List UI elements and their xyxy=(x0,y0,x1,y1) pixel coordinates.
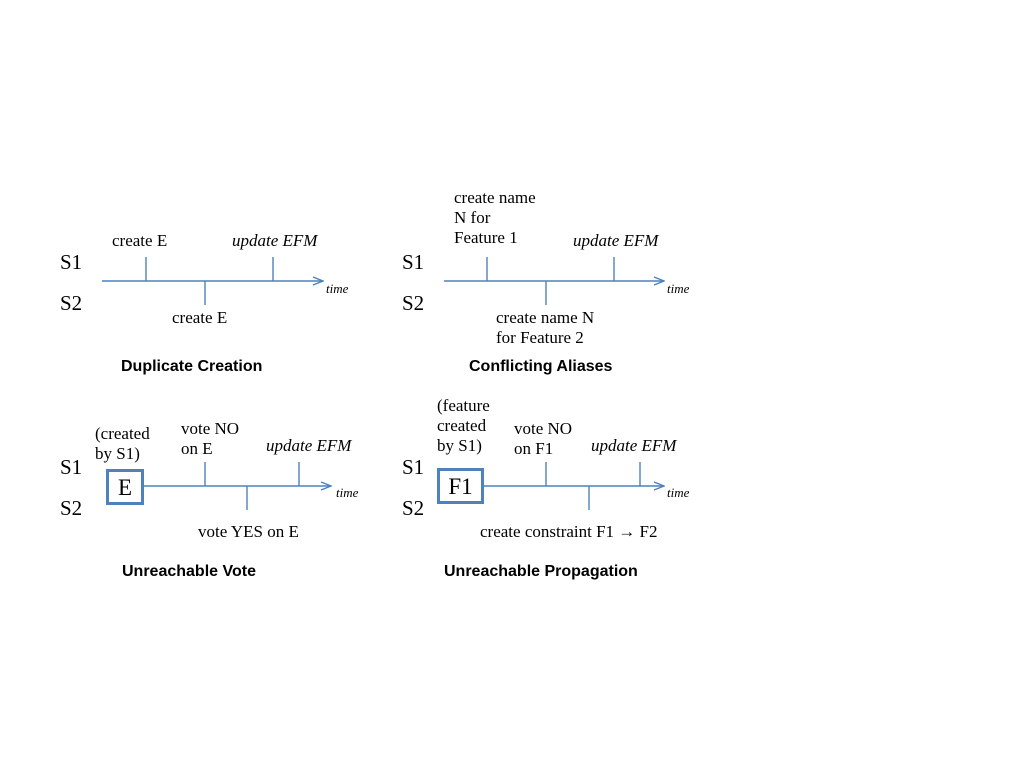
conflicting-aliases-timeline xyxy=(444,257,664,305)
unreachable-propagation-timeline xyxy=(484,462,664,510)
unreachable-vote-timeline xyxy=(144,462,331,510)
duplicate-creation-timeline xyxy=(102,257,323,305)
